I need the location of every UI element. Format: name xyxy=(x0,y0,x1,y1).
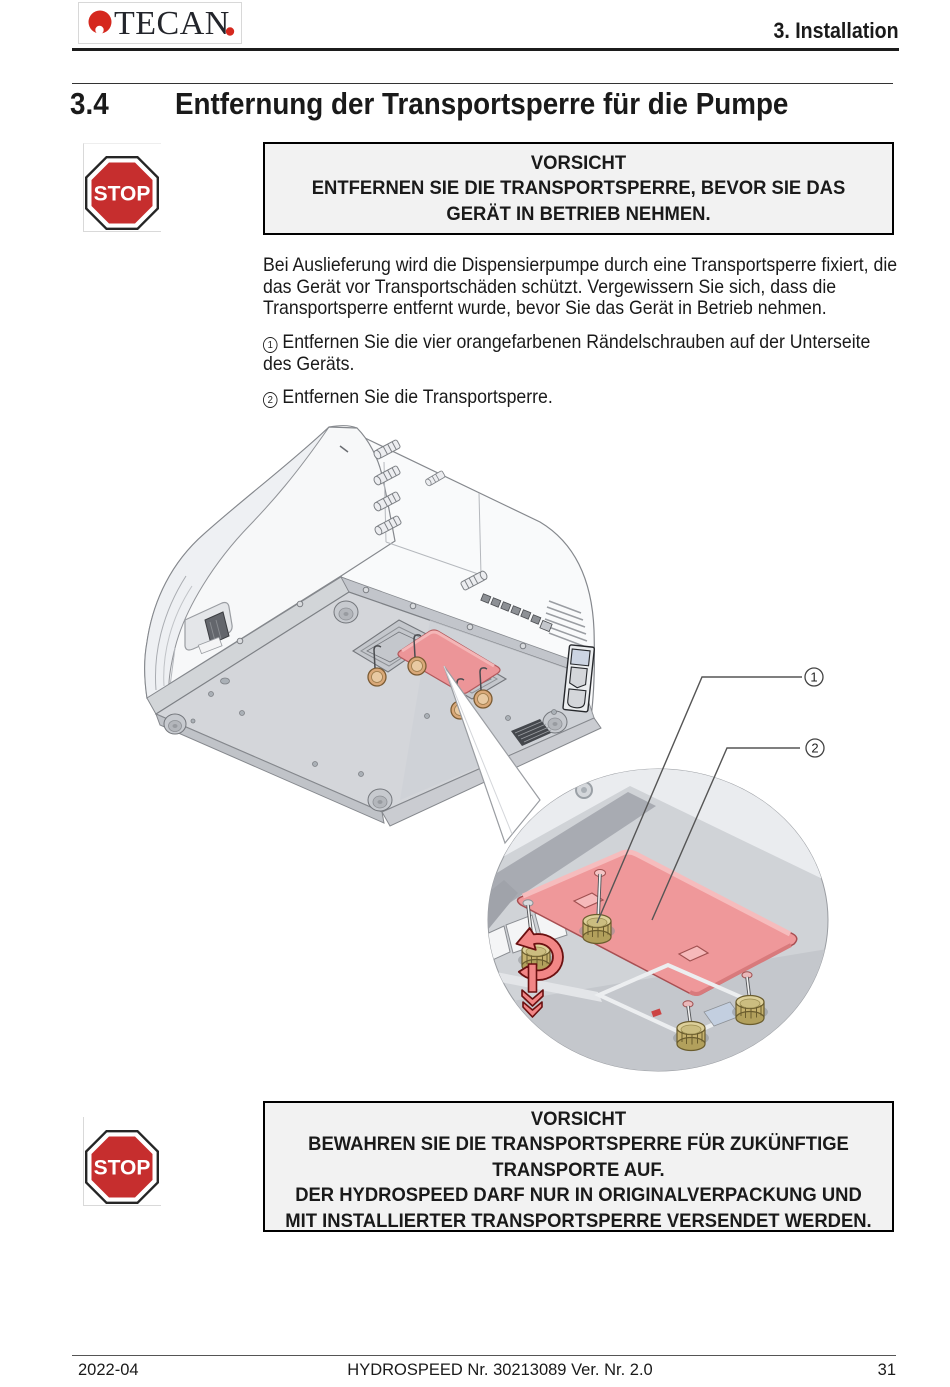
svg-text:1: 1 xyxy=(810,670,817,685)
svg-text:TECAN: TECAN xyxy=(114,5,230,42)
svg-text:STOP: STOP xyxy=(94,1157,151,1180)
svg-text:STOP: STOP xyxy=(94,183,151,206)
svg-text:2: 2 xyxy=(811,741,818,756)
